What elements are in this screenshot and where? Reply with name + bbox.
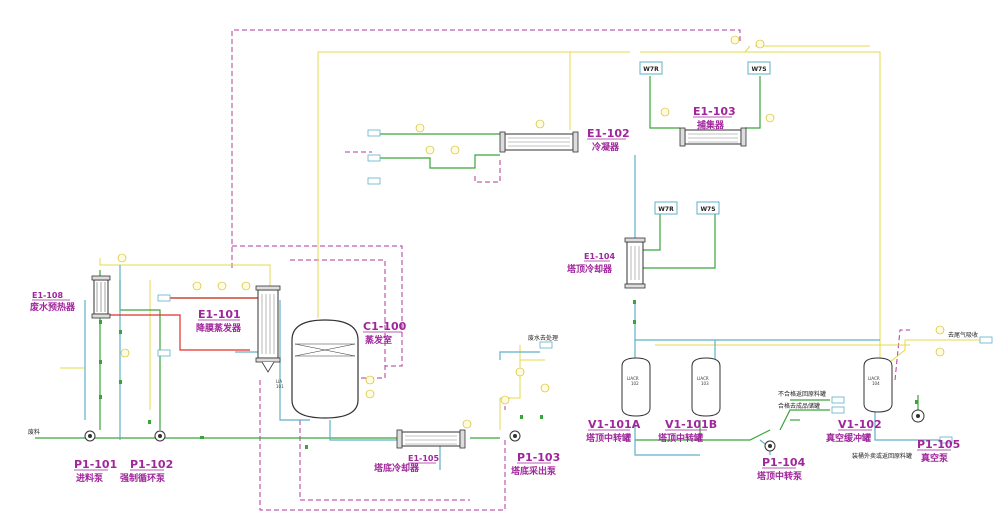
e1103-name: 捕集器 (697, 119, 725, 131)
w7s-label-mid: W7S (700, 206, 715, 213)
feed-label: 废料 (28, 428, 40, 436)
p1101-pump[interactable] (84, 430, 96, 442)
e1103-catcher[interactable] (679, 127, 747, 147)
p1103-tag: P1-103 (517, 451, 560, 464)
v1102-tank[interactable] (863, 357, 893, 413)
c1100-tag: C1-100 (363, 320, 407, 333)
e1103-tag: E1-103 (693, 105, 736, 118)
to-product-label: 合格去成品储罐 (778, 402, 820, 410)
v1101b-tag: V1-101B (665, 418, 717, 431)
liacr103-tag: LIACR (697, 376, 709, 381)
e1101-tag: E1-101 (198, 308, 241, 321)
e1102-name: 冷凝器 (592, 141, 620, 153)
v1101b-name: 塔顶中转罐 (658, 432, 703, 444)
p1105-tag: P1-105 (917, 438, 960, 451)
lia101-tag: LIA (276, 379, 282, 384)
p1105-pump[interactable] (911, 409, 925, 423)
stream-terminals (157, 129, 993, 444)
valve-markers (99, 300, 918, 449)
liacr104-tag: LIACR (868, 376, 880, 381)
e1104-cooler[interactable] (624, 237, 646, 289)
p1102-name: 强制循环泵 (120, 472, 166, 484)
v1101b-tank[interactable] (691, 357, 721, 417)
offgas-label: 去尾气吸收 (948, 331, 978, 339)
v1101a-tank[interactable] (621, 357, 651, 417)
e1105-tag: E1-105 (408, 454, 439, 463)
w7r-box-mid: W7R (654, 201, 678, 215)
wastewater-label: 废水去处理 (528, 334, 558, 342)
p1104-name: 塔顶中转泵 (757, 470, 803, 482)
p1101-name: 进料泵 (76, 472, 104, 484)
p1104-tag: P1-104 (762, 456, 806, 469)
reject-return-label: 不合格返回原料罐 (778, 390, 826, 398)
p1103-name: 塔底采出泵 (511, 465, 557, 477)
outsale-label: 装桶外卖或返回原料罐 (852, 452, 912, 460)
w7r-box-top: W7R (639, 61, 663, 75)
e1101-name: 降膜蒸发器 (196, 322, 242, 334)
v1101a-tag: V1-101A (588, 418, 641, 431)
p1101-tag: P1-101 (74, 458, 117, 471)
p1102-tag: P1-102 (130, 458, 173, 471)
p1102-pump[interactable] (154, 430, 166, 442)
w7r-label-mid: W7R (658, 206, 674, 213)
tag-underlines (32, 116, 951, 471)
e1104-tag: E1-104 (584, 252, 615, 261)
p1105-name: 真空泵 (921, 452, 949, 464)
e1102-tag: E1-102 (587, 127, 630, 140)
p1103-pump[interactable] (509, 430, 521, 442)
v1102-tag: V1-102 (838, 418, 882, 431)
e1108-tag: E1-108 (32, 291, 63, 300)
instrument-bubbles (117, 35, 945, 429)
w7s-label-top: W7S (751, 66, 766, 73)
utility-lines (35, 76, 919, 441)
e1108-name: 废水预热器 (30, 301, 76, 313)
w7r-label-top: W7R (643, 66, 659, 73)
c1100-vessel[interactable] (291, 319, 359, 419)
w7s-box-top: W7S (747, 61, 771, 75)
liacr102-tag: LIACR (627, 376, 639, 381)
e1105-name: 塔底冷却器 (374, 462, 420, 474)
v1101a-name: 塔顶中转罐 (586, 432, 631, 444)
w7s-box-mid: W7S (696, 201, 720, 215)
e1105-cooler[interactable] (396, 429, 466, 449)
e1102-condenser[interactable] (499, 131, 579, 153)
v1102-name: 真空缓冲罐 (826, 432, 871, 444)
e1104-name: 塔顶冷却器 (567, 263, 613, 275)
p1104-pump[interactable] (764, 440, 776, 452)
e1101-evaporator[interactable] (255, 285, 281, 373)
steam-lines (110, 297, 260, 351)
e1108-exchanger[interactable] (91, 275, 111, 319)
c1100-name: 蒸发室 (365, 334, 392, 346)
